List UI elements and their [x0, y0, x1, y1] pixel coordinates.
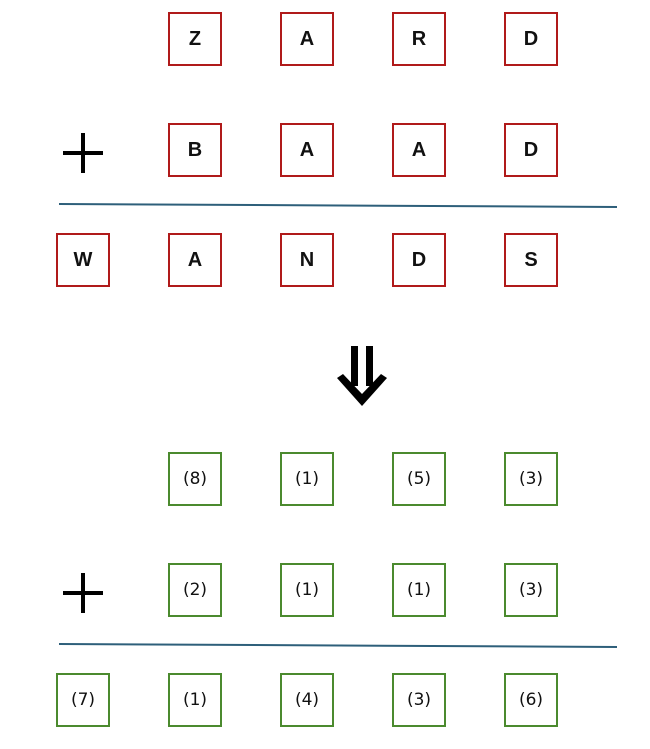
letter-cell: A	[168, 233, 222, 287]
letter-cell: D	[504, 12, 558, 66]
digit-cell: (5)	[392, 452, 446, 506]
letter-cell: R	[392, 12, 446, 66]
letter-cell: B	[168, 123, 222, 177]
digit-cell: (3)	[504, 563, 558, 617]
letter-cell: S	[504, 233, 558, 287]
digit-cell: (1)	[168, 673, 222, 727]
digit-cell: (8)	[168, 452, 222, 506]
plus-icon	[58, 128, 108, 178]
letter-cell: A	[392, 123, 446, 177]
letter-cell: N	[280, 233, 334, 287]
digit-cell: (4)	[280, 673, 334, 727]
digit-cell: (1)	[280, 563, 334, 617]
letter-cell: D	[504, 123, 558, 177]
letter-cell: Z	[168, 12, 222, 66]
digit-cell: (1)	[392, 563, 446, 617]
digit-cell: (7)	[56, 673, 110, 727]
digit-cell: (6)	[504, 673, 558, 727]
digit-cell: (3)	[504, 452, 558, 506]
digit-cell: (1)	[280, 452, 334, 506]
letter-cell: A	[280, 12, 334, 66]
letter-cell: W	[56, 233, 110, 287]
plus-icon	[58, 568, 108, 618]
double-down-arrow-icon	[337, 346, 387, 406]
letter-cell: A	[280, 123, 334, 177]
digit-cell: (2)	[168, 563, 222, 617]
letter-cell: D	[392, 233, 446, 287]
digit-cell: (3)	[392, 673, 446, 727]
